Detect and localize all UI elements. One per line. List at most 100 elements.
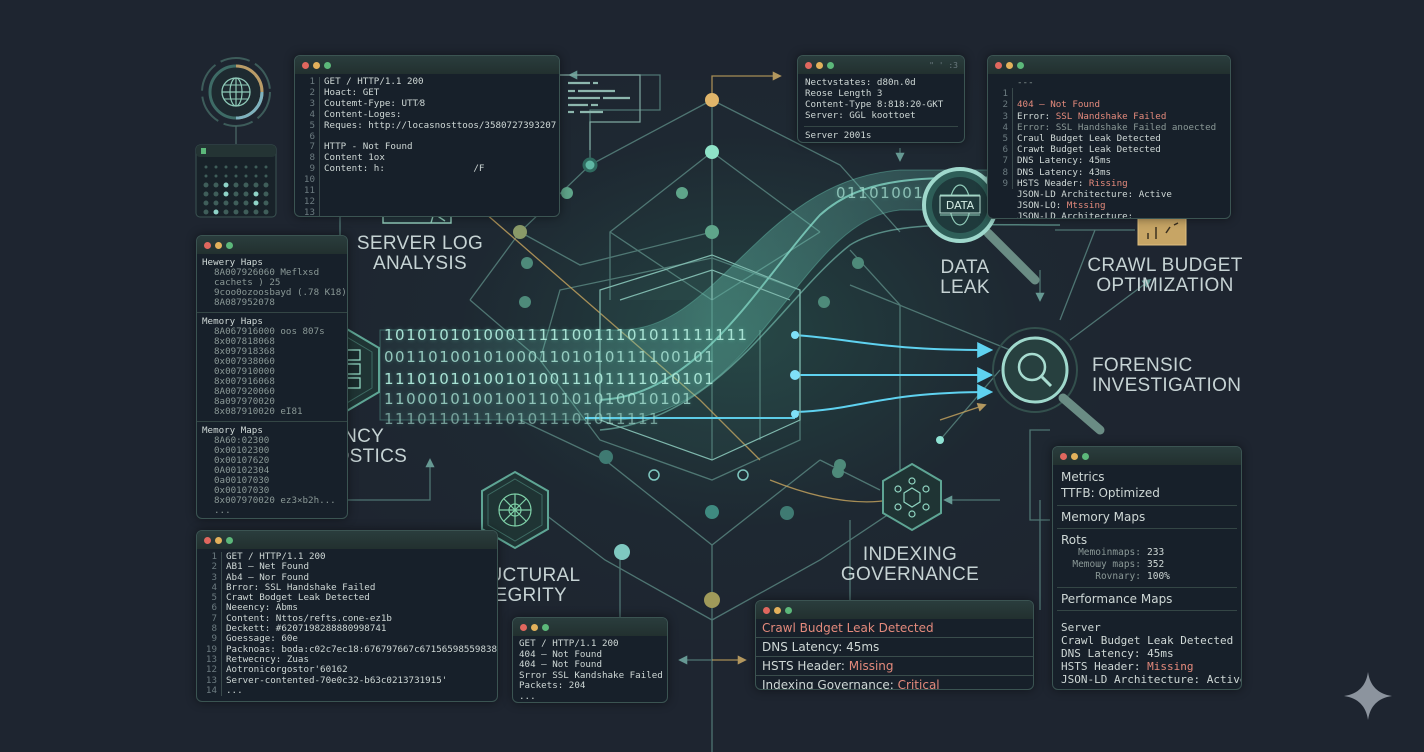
close-dot[interactable] bbox=[995, 61, 1002, 69]
close-dot[interactable] bbox=[204, 536, 211, 544]
close-dot[interactable] bbox=[520, 623, 527, 631]
memory-row: 8A067916000 oos 807s bbox=[214, 326, 325, 337]
code-text: HTTP - Not Found bbox=[324, 141, 413, 153]
code-text: Ab4 – Nor Found bbox=[226, 571, 309, 583]
window-titlebar bbox=[988, 56, 1230, 74]
memory-row: 0x00107030 bbox=[214, 485, 270, 496]
rots-value: 352 bbox=[1147, 559, 1165, 570]
window-titlebar bbox=[197, 531, 497, 549]
minimize-dot[interactable] bbox=[816, 61, 823, 69]
close-dot[interactable] bbox=[1060, 452, 1067, 460]
matrix-dot bbox=[234, 165, 238, 169]
node bbox=[561, 187, 573, 199]
status-row: Indexing Governance: Critical bbox=[756, 676, 1033, 689]
maximize-dot[interactable] bbox=[1017, 61, 1024, 69]
line-number: 6 bbox=[203, 603, 222, 614]
binary-row: 101010101000111110011101011111111 bbox=[384, 326, 749, 344]
minimize-dot[interactable] bbox=[215, 241, 222, 249]
server-title: Server bbox=[1061, 621, 1101, 634]
log-line: Packets: 204 bbox=[519, 680, 586, 692]
maximize-dot[interactable] bbox=[226, 536, 233, 544]
close-dot[interactable] bbox=[302, 61, 309, 69]
line-number: 6 bbox=[994, 144, 1013, 156]
minimize-dot[interactable] bbox=[215, 536, 222, 544]
memory-row: 0x00107620 bbox=[214, 455, 270, 466]
ttfb-status: TTFB: Optimized bbox=[1061, 486, 1160, 500]
line-number: 13 bbox=[301, 207, 320, 216]
code-text-highlight: Mtssing bbox=[1066, 200, 1106, 212]
code-text: Brror: SSL Handshake Failed bbox=[226, 581, 376, 593]
line-number: 3 bbox=[301, 98, 320, 110]
node bbox=[790, 370, 800, 380]
code-line: 13 bbox=[301, 207, 553, 216]
maximize-dot[interactable] bbox=[542, 623, 549, 631]
code-text: Neeency: Abms bbox=[226, 602, 298, 614]
close-dot[interactable] bbox=[204, 241, 211, 249]
memory-row: 8a097970020 bbox=[214, 396, 275, 407]
hex-badge-indexing bbox=[882, 462, 942, 532]
server-line-key: Crawl Budget Leak Detected bbox=[1061, 634, 1234, 647]
minimize-dot[interactable] bbox=[531, 623, 538, 631]
dot-matrix-widget bbox=[195, 144, 277, 218]
line-number: 1 bbox=[301, 76, 320, 88]
close-dot[interactable] bbox=[763, 606, 770, 614]
node bbox=[614, 544, 630, 560]
maximize-dot[interactable] bbox=[1082, 452, 1089, 460]
line-number: 4 bbox=[301, 109, 320, 121]
rots-key: Memoinmaps: bbox=[1078, 547, 1141, 558]
minimize-dot[interactable] bbox=[774, 606, 781, 614]
rots-row: Memoinmaps:233 bbox=[1053, 547, 1241, 559]
node bbox=[834, 459, 846, 471]
matrix-dot bbox=[233, 191, 239, 197]
node bbox=[737, 469, 749, 481]
rots-row: Memoɯy maps:352 bbox=[1053, 559, 1241, 571]
code-line: 14... bbox=[203, 685, 491, 697]
status-row: DNS Latency: 45ms bbox=[756, 638, 1033, 657]
memory-row: cachets ) 25 bbox=[214, 277, 281, 288]
maximize-dot[interactable] bbox=[827, 61, 834, 69]
matrix-dot bbox=[203, 209, 209, 215]
memory-row: 0x007910000 bbox=[214, 366, 275, 377]
memory-row: 8A087952078 bbox=[214, 297, 275, 308]
line-number: 6 bbox=[301, 131, 320, 143]
maximize-dot[interactable] bbox=[785, 606, 792, 614]
matrix-dot bbox=[224, 165, 228, 169]
line-number: 12 bbox=[301, 196, 320, 208]
matrix-dot bbox=[263, 200, 269, 206]
maximize-dot[interactable] bbox=[324, 61, 331, 69]
line-number: 4 bbox=[994, 121, 1013, 134]
matrix-dot bbox=[204, 165, 208, 169]
matrix-dot bbox=[203, 182, 209, 188]
close-dot[interactable] bbox=[805, 61, 812, 69]
memory-section-title: Memory Haps bbox=[202, 316, 263, 327]
line-number: 9 bbox=[994, 177, 1013, 190]
sparkle-icon[interactable] bbox=[1344, 672, 1392, 720]
minimize-dot[interactable] bbox=[1071, 452, 1078, 460]
memory-row: 0a00107030 bbox=[214, 475, 270, 486]
minimize-dot[interactable] bbox=[1006, 61, 1013, 69]
code-line: 11 bbox=[301, 185, 553, 197]
magnifier-icon bbox=[992, 327, 1105, 435]
line-number: 9 bbox=[301, 163, 320, 176]
matrix-dot bbox=[264, 174, 268, 178]
header-line: Server: GGL koottoet bbox=[805, 109, 916, 121]
status-row: Crawl Budget Leak Detected bbox=[756, 619, 1033, 638]
line-number: 11 bbox=[301, 185, 320, 197]
document-sketch-icon bbox=[560, 74, 641, 150]
maximize-dot[interactable] bbox=[226, 241, 233, 249]
memory-row: 9coo0ozoosbayd (.78 K18) bbox=[214, 287, 347, 298]
status-key: HSTS Header: bbox=[762, 659, 849, 673]
matrix-dot bbox=[254, 174, 258, 178]
code-text: DNS Latency: 45ms bbox=[1017, 155, 1112, 167]
minimize-dot[interactable] bbox=[313, 61, 320, 69]
memory-row: 8A007926060 Meflxsd bbox=[214, 267, 320, 278]
line-number: 9 bbox=[203, 634, 222, 645]
